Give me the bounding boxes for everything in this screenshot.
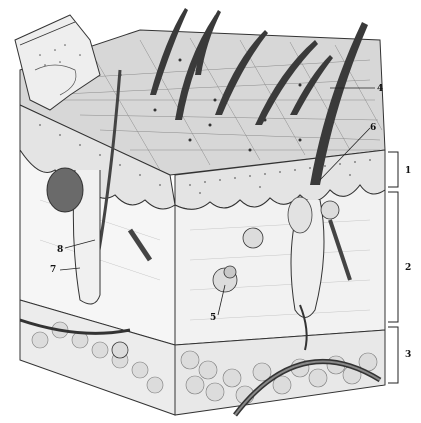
callout-1: 1 (405, 166, 411, 176)
callout-5: 5 (210, 313, 216, 323)
callout-2: 2 (405, 263, 411, 273)
callout-8: 8 (57, 245, 63, 255)
callout-3: 3 (405, 350, 411, 360)
layer-brackets (388, 152, 398, 383)
callout-7: 7 (50, 265, 56, 275)
callout-6: 6 (370, 123, 376, 133)
callout-4: 4 (377, 84, 383, 94)
